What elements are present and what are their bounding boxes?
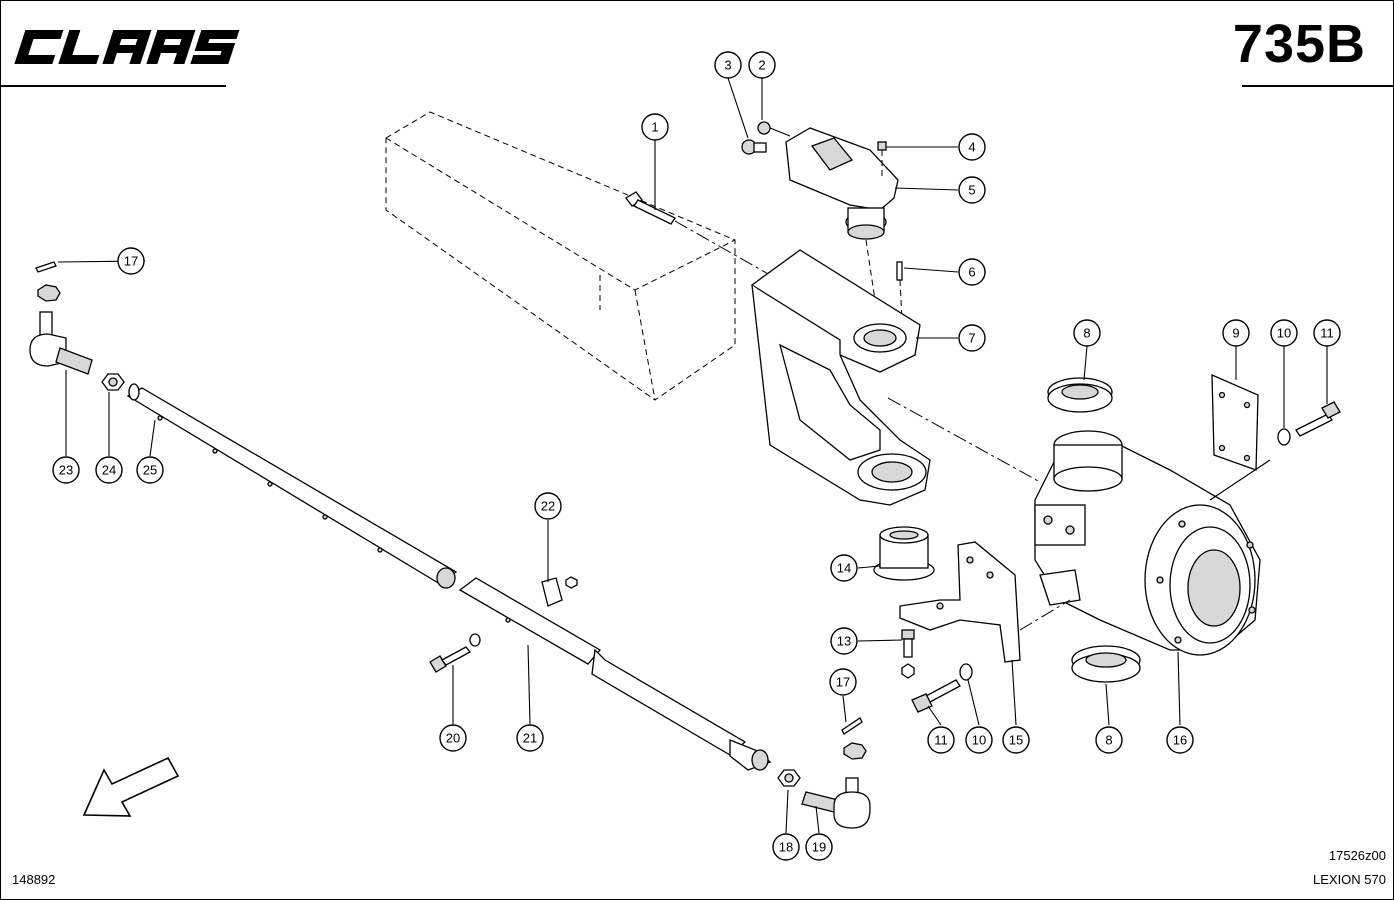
ball-joint-part-19 — [801, 777, 871, 829]
callout-8-bottom: 8 — [1095, 726, 1123, 754]
svg-text:10: 10 — [972, 733, 986, 748]
bolt-part-11-right — [1209, 401, 1341, 501]
callout-2: 2 — [748, 51, 776, 79]
sheet-number: 148892 — [12, 872, 56, 887]
svg-text:25: 25 — [143, 463, 157, 478]
callout-18: 18 — [772, 833, 800, 861]
castle-nut-right — [843, 742, 867, 760]
clamp-part-22 — [541, 576, 578, 607]
callout-11-right: 11 — [1313, 319, 1341, 347]
svg-text:24: 24 — [102, 463, 116, 478]
callout-21: 21 — [516, 724, 544, 752]
svg-text:23: 23 — [59, 463, 73, 478]
claas-logo — [14, 30, 240, 64]
model-name: LEXION 570 — [1313, 872, 1386, 887]
svg-text:21: 21 — [523, 731, 537, 746]
svg-text:10: 10 — [1277, 326, 1291, 341]
leader-lines — [57, 77, 1328, 834]
grease-nipple-part-2 — [757, 121, 791, 137]
cotter-pin-part-17-right — [841, 717, 863, 735]
steering-arm-part-5 — [785, 127, 899, 321]
callout-16: 16 — [1166, 726, 1194, 754]
drawing-code: 17526z00 — [1328, 848, 1386, 863]
tie-rod-part-21 — [458, 577, 772, 771]
bracket-part-15 — [899, 541, 1071, 663]
screw-part-4 — [877, 141, 887, 180]
callout-5: 5 — [958, 176, 986, 204]
svg-text:17: 17 — [124, 254, 138, 269]
plate-part-9 — [1211, 373, 1259, 471]
svg-text:17: 17 — [836, 675, 850, 690]
callout-8-top: 8 — [1073, 319, 1101, 347]
bolt-part-20 — [429, 633, 481, 673]
header-rule-right — [1242, 85, 1394, 87]
svg-text:8: 8 — [1083, 326, 1090, 341]
callout-25: 25 — [136, 456, 164, 484]
svg-text:22: 22 — [541, 499, 555, 514]
seal-part-8-top — [1047, 377, 1113, 413]
callout-19: 19 — [805, 833, 833, 861]
svg-text:5: 5 — [968, 183, 975, 198]
svg-text:15: 15 — [1009, 733, 1023, 748]
axle-bracket-part-7 — [750, 249, 1041, 506]
svg-text:19: 19 — [812, 840, 826, 855]
callout-20: 20 — [439, 724, 467, 752]
callout-1: 1 — [641, 113, 669, 141]
svg-text:18: 18 — [779, 840, 793, 855]
callout-10-lower: 10 — [965, 726, 993, 754]
bushing-part-14 — [873, 526, 935, 581]
callout-10-right: 10 — [1270, 319, 1298, 347]
svg-text:4: 4 — [968, 140, 975, 155]
washer-part-10-right — [1277, 428, 1291, 446]
callout-15: 15 — [1002, 726, 1030, 754]
svg-text:1: 1 — [651, 120, 658, 135]
svg-text:13: 13 — [837, 634, 851, 649]
callout-17-right: 17 — [829, 668, 857, 696]
callout-24: 24 — [95, 456, 123, 484]
svg-text:11: 11 — [934, 733, 948, 748]
seal-part-8-bottom — [1071, 645, 1141, 683]
svg-text:14: 14 — [837, 561, 851, 576]
svg-text:9: 9 — [1232, 326, 1239, 341]
svg-text:2: 2 — [758, 58, 765, 73]
svg-text:6: 6 — [968, 265, 975, 280]
nut-part-24 — [101, 373, 125, 391]
wheel-hub-part-16 — [1034, 430, 1261, 656]
svg-text:8: 8 — [1105, 733, 1112, 748]
callout-9: 9 — [1222, 319, 1250, 347]
callout-7: 7 — [958, 324, 986, 352]
washer-part-10-lower — [959, 663, 973, 681]
cotter-pin-part-17-left — [35, 261, 57, 273]
header-rule-left — [0, 85, 226, 87]
castle-nut-left — [37, 284, 61, 302]
svg-text:20: 20 — [446, 731, 460, 746]
tie-rod-tube-part-25 — [126, 383, 458, 589]
svg-text:11: 11 — [1320, 326, 1334, 341]
bolt-part-13 — [901, 629, 915, 679]
callout-4: 4 — [958, 133, 986, 161]
callout-6: 6 — [958, 258, 986, 286]
direction-arrow-icon — [82, 756, 180, 817]
ball-joint-part-23 — [29, 311, 93, 375]
callout-11-lower: 11 — [927, 726, 955, 754]
callout-14: 14 — [830, 554, 858, 582]
svg-text:7: 7 — [968, 331, 975, 346]
bolt-part-1 — [625, 191, 771, 276]
nut-part-18 — [777, 769, 801, 787]
callout-3: 3 — [714, 51, 742, 79]
bolt-part-11-lower — [911, 679, 961, 713]
callout-22: 22 — [534, 492, 562, 520]
callout-13: 13 — [830, 627, 858, 655]
callout-23: 23 — [52, 456, 80, 484]
frame-beam-outline — [385, 111, 736, 401]
diagram-number: 735B — [1232, 14, 1366, 74]
svg-text:3: 3 — [724, 58, 731, 73]
callout-17-left: 17 — [117, 247, 145, 275]
grease-nipple-part-3 — [741, 139, 767, 155]
svg-text:16: 16 — [1173, 733, 1187, 748]
